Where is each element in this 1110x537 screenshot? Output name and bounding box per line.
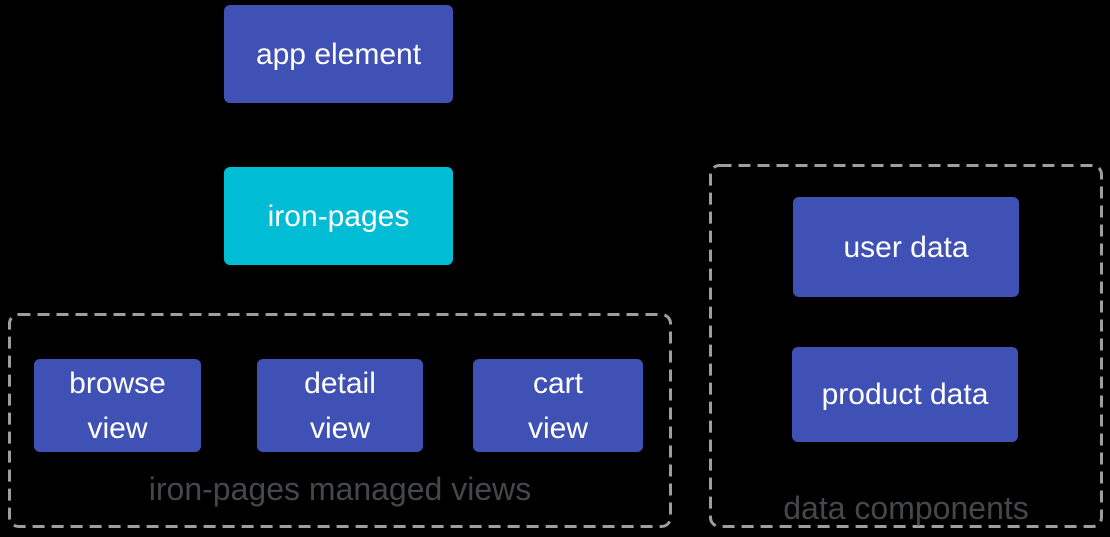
user-data-node: user data xyxy=(793,197,1019,297)
product-data-node: product data xyxy=(792,347,1018,442)
managed-views-group-border xyxy=(8,313,672,528)
cart-view-node: cart view xyxy=(473,359,643,452)
browse-view-node: browse view xyxy=(34,359,201,452)
data-components-caption: data components xyxy=(783,490,1029,526)
iron-pages-node: iron-pages xyxy=(224,167,453,265)
app-element-node: app element xyxy=(224,5,453,103)
data-components-group-border xyxy=(709,164,1103,528)
managed-views-caption: iron-pages managed views xyxy=(148,471,532,507)
detail-view-node: detail view xyxy=(257,359,423,452)
